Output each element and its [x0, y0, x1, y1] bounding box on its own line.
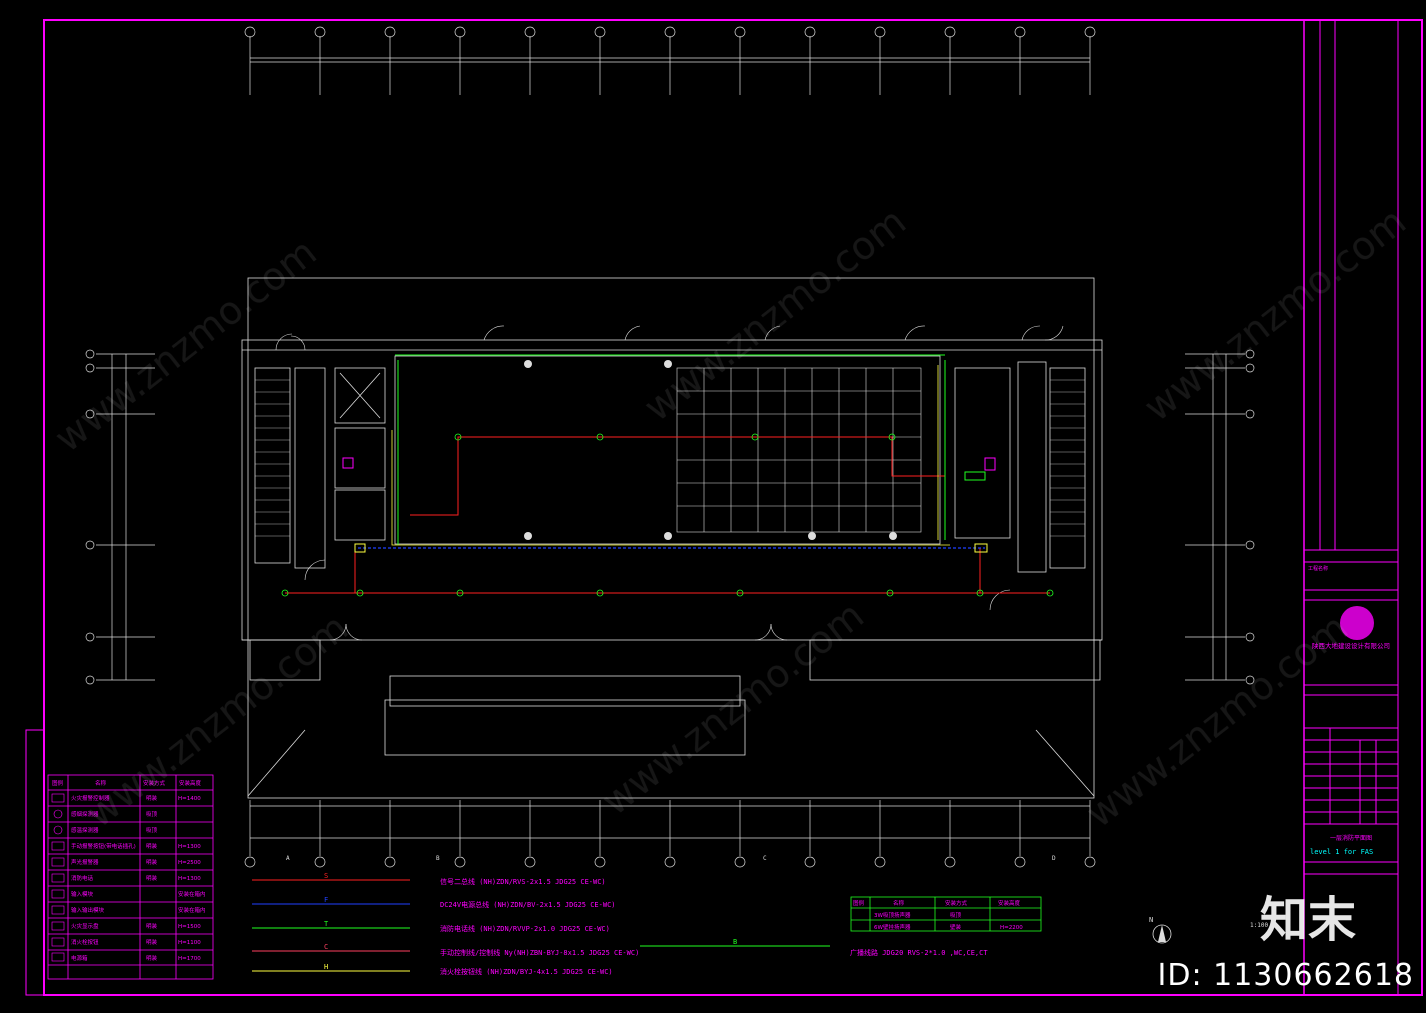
top-grid-axis: [244, 26, 1096, 95]
svg-text:6W壁挂扬声器: 6W壁挂扬声器: [874, 923, 911, 931]
svg-text:H=1100: H=1100: [178, 940, 201, 946]
svg-text:安装高度: 安装高度: [179, 779, 202, 787]
signal-bus-red: [285, 436, 1050, 594]
svg-text:火灾显示盘: 火灾显示盘: [71, 922, 99, 930]
smoke-detectors: [281, 433, 1054, 597]
binding-strip: [25, 729, 45, 996]
svg-text:吸顶: 吸顶: [950, 912, 962, 919]
legend-letter-t: T: [324, 920, 329, 928]
legend-text-signal: 信号二总线 (NH)ZDN/RVS-2x1.5 JDG25 CE-WC): [440, 877, 606, 886]
company-name: 陕西大地建设设计有限公司: [1312, 641, 1390, 650]
svg-text:火灾报警控制器: 火灾报警控制器: [71, 794, 110, 802]
legend-table: [47, 774, 214, 980]
svg-text:感温探测器: 感温探测器: [71, 826, 99, 834]
svg-text:www.znzmo.com: www.znzmo.com: [594, 593, 872, 824]
svg-text:www.znzmo.com: www.znzmo.com: [1136, 199, 1414, 430]
svg-text:安装在箱内: 安装在箱内: [178, 890, 206, 898]
broadcast-table-text: 图例 名称 安装方式 安装高度 3W吸顶扬声器 吸顶 6W壁挂扬声器 壁装 H=…: [853, 899, 1023, 931]
svg-text:H=1300: H=1300: [178, 876, 201, 882]
svg-text:消火栓按钮: 消火栓按钮: [71, 938, 99, 946]
north-label: N: [1149, 916, 1153, 924]
legend-text-phone: 消防电话线 (NH)ZDN/RVVP-2x1.0 JDG25 CE-WC): [440, 924, 610, 933]
svg-text:壁装: 壁装: [950, 923, 962, 931]
svg-text:H=1300: H=1300: [178, 844, 201, 850]
svg-text:图例: 图例: [853, 899, 865, 907]
legend-letter-c: C: [324, 943, 328, 951]
svg-text:H=2200: H=2200: [1000, 925, 1023, 931]
broadcast-line-text: 广播线路 JDG20 RVS-2*1.0 ,WC,CE,CT: [850, 948, 988, 957]
svg-text:输入输出模块: 输入输出模块: [71, 906, 105, 914]
section-mark-b: B: [436, 855, 440, 862]
svg-text:3W吸顶扬声器: 3W吸顶扬声器: [874, 911, 911, 919]
legend-letter-h: H: [324, 963, 328, 971]
phone-line-green: [395, 354, 946, 545]
svg-text:手动报警按钮(带电话插孔): 手动报警按钮(带电话插孔): [71, 842, 136, 850]
svg-text:安装方式: 安装方式: [945, 899, 968, 907]
svg-text:图例: 图例: [52, 779, 64, 787]
columns: [524, 360, 897, 540]
left-grid-axis: [85, 349, 155, 685]
section-mark-c: C: [763, 855, 767, 862]
svg-text:H=2500: H=2500: [178, 860, 201, 866]
section-mark-a: A: [286, 855, 290, 862]
legend-text-hydrant: 消火栓按钮线 (NH)ZDN/BYJ-4x1.5 JDG25 CE-WC): [440, 967, 613, 976]
right-grid-axis: [1185, 349, 1255, 685]
svg-text:www.znzmo.com: www.znzmo.com: [636, 199, 914, 430]
company-seal-icon: [1340, 606, 1374, 640]
legend-text-power: DC24V电源总线 (NH)ZDN/BV-2x1.5 JDG25 CE-WC): [440, 900, 616, 909]
building-outline: [241, 277, 1103, 799]
drawing-title-en: level 1 for FAS: [1310, 848, 1373, 856]
modules-cluster: [342, 457, 996, 553]
title-block: [1304, 549, 1398, 875]
broadcast-letter: B: [733, 938, 737, 946]
stair-treads: [255, 379, 1085, 537]
svg-text:www.znzmo.com: www.znzmo.com: [1078, 605, 1356, 836]
svg-text:消防电话: 消防电话: [71, 874, 94, 882]
section-mark-d: D: [1052, 855, 1056, 862]
svg-text:安装高度: 安装高度: [998, 899, 1021, 907]
svg-text:声光报警器: 声光报警器: [71, 858, 99, 866]
legend-text-control: 手动控制线/控制线 Ny(NH)ZBN-BYJ-8x1.5 JDG25 CE-W…: [440, 948, 639, 957]
svg-text:名称: 名称: [95, 779, 107, 787]
svg-text:www.znzmo.com: www.znzmo.com: [78, 605, 356, 836]
svg-text:H=1500: H=1500: [178, 924, 201, 930]
svg-text:吸顶: 吸顶: [146, 827, 158, 834]
svg-text:明装: 明装: [146, 954, 158, 962]
legend-lines: [252, 879, 830, 972]
legend-letter-s: S: [324, 872, 328, 880]
brand-logo: 知末: [1259, 892, 1356, 948]
svg-text:输入模块: 输入模块: [71, 890, 94, 898]
svg-text:明装: 明装: [146, 938, 158, 946]
image-id-label: ID: 1130662618: [1157, 958, 1414, 993]
svg-text:明装: 明装: [146, 794, 158, 802]
svg-text:安装在箱内: 安装在箱内: [178, 906, 206, 914]
svg-text:明装: 明装: [146, 842, 158, 850]
legend-symbols: [51, 793, 65, 962]
svg-text:吸顶: 吸顶: [146, 811, 158, 818]
svg-text:www.znzmo.com: www.znzmo.com: [46, 230, 324, 461]
svg-text:明装: 明装: [146, 922, 158, 930]
door-swings: [275, 325, 1064, 641]
project-label: 工程名称: [1308, 565, 1328, 572]
svg-text:H=1400: H=1400: [178, 796, 201, 802]
legend-letter-f: F: [324, 896, 328, 904]
bottom-grid-axis: [244, 800, 1096, 868]
drawing-scale: 1:100: [1250, 922, 1268, 929]
svg-text:名称: 名称: [893, 899, 905, 907]
drawing-title-cn: 一层消防平面图: [1330, 834, 1372, 842]
svg-text:安装方式: 安装方式: [143, 779, 166, 787]
svg-text:感烟探测器: 感烟探测器: [71, 810, 99, 818]
ceiling-grid: [676, 367, 922, 533]
hydrant-line-yellow: [391, 365, 950, 546]
svg-text:明装: 明装: [146, 858, 158, 866]
broadcast-table: [850, 896, 1042, 932]
svg-text:电源箱: 电源箱: [71, 954, 88, 962]
watermark: www.znzmo.com www.znzmo.com www.znzmo.co…: [46, 199, 1414, 836]
svg-text:明装: 明装: [146, 874, 158, 882]
drawing-frame-outer: [43, 19, 1423, 996]
svg-text:H=1700: H=1700: [178, 956, 201, 962]
